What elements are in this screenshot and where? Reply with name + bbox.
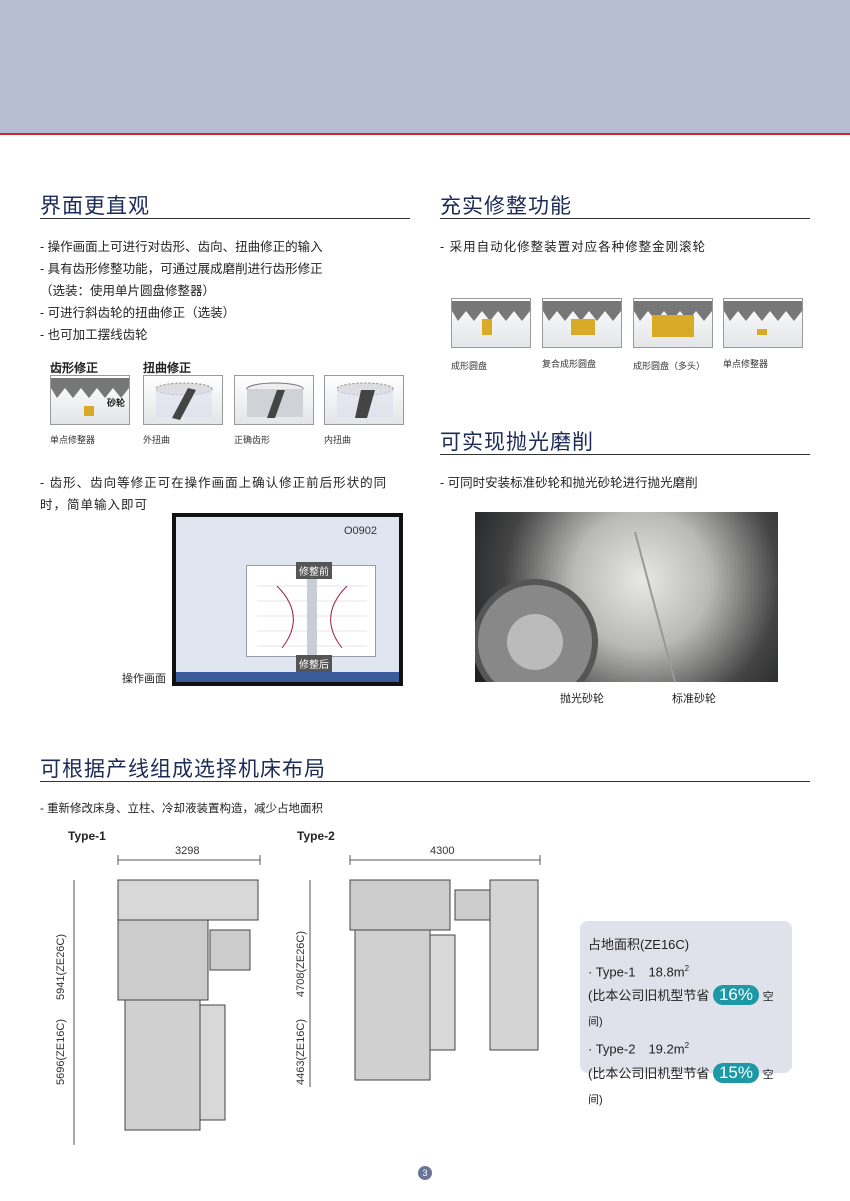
saving-prefix: (比本公司旧机型节省 [588,988,710,1004]
type2-label: Type-2 [297,829,335,843]
caption: 成形圆盘 [451,361,488,371]
program-code: O0902 [343,525,377,537]
type2-width: 4300 [430,845,455,857]
subheading-twist-correction: 扭曲修正 [143,361,192,375]
bullet: - 可进行斜齿轮的扭曲修正（选装） [40,306,236,320]
composite-form-disc-image [542,298,622,348]
saving-suffix: 空间) [588,1068,774,1106]
header-band [0,0,850,135]
inner-twist-image [324,375,404,425]
caption: 成形圆盘（多头） [633,361,706,371]
polishing-wheel-label: 抛光砂轮 [560,693,604,705]
multi-head-form-disc-image [633,298,713,348]
bullet: （选装：使用单片圆盘修整器） [40,284,216,298]
type1-height-ze16c: 5696(ZE16C) [55,1018,67,1085]
divider [440,218,810,219]
type1-width: 3298 [175,845,200,857]
single-point-dresser-image: 砂轮 [50,375,130,425]
form-disc-image [451,298,531,348]
unit-superscript: 2 [684,1041,690,1051]
type2-saving: (比本公司旧机型节省 15% 空间) [588,1062,784,1112]
section-heading-dressing: 充实修整功能 [440,195,572,218]
caption: 内扭曲 [324,435,352,445]
bullet: - 齿形、齿向等修正可在操作画面上确认修正前后形状的同时，简单输入即可 [40,476,388,512]
divider [40,781,810,782]
bullet: - 具有齿形修整功能，可通过展成磨削进行齿形修正 [40,262,323,276]
caption: 正确齿形 [234,435,271,445]
floor-area-info-box: 占地面积(ZE16C) · Type-1 18.8m2 (比本公司旧机型节省 1… [580,921,792,1106]
correct-tooth-image [234,375,314,425]
bullet: - 采用自动化修整装置对应各种修整金刚滚轮 [440,240,707,254]
type2-area: · Type-2 19.2m2 [588,1034,784,1061]
divider [440,454,810,455]
saving-prefix: (比本公司旧机型节省 [588,1065,710,1081]
bullet: - 重新修改床身、立柱、冷却液装置构造，减少占地面积 [40,803,324,815]
standard-wheel-label: 标准砂轮 [672,693,716,705]
type1-label: Type-1 [68,829,106,843]
single-point-dresser-image [723,298,803,348]
operation-screen-image: O0902 修整前 修整后 [172,513,403,686]
after-label: 修整后 [296,655,332,672]
type2-area-value: · Type-2 19.2m [588,1041,685,1057]
caption: 外扭曲 [143,435,171,445]
caption: 复合成形圆盘 [542,359,597,369]
type2-saving-badge: 15% [712,1062,759,1083]
wheel-label: 砂轮 [107,398,126,408]
page-number: 3 [418,1166,432,1180]
saving-suffix: 空间) [588,991,774,1029]
type1-saving: (比本公司旧机型节省 16% 空间) [588,984,784,1034]
type2-layout-drawing [309,855,541,1087]
bullet: - 操作画面上可进行对齿形、齿向、扭曲修正的输入 [40,240,323,254]
divider [40,218,410,219]
bullet: - 可同时安装标准砂轮和抛光砂轮进行抛光磨削 [440,476,698,490]
type1-layout-drawing [73,855,261,1145]
bullet: - 也可加工摆线齿轮 [40,328,148,342]
type1-area-value: · Type-1 18.8m [588,964,685,980]
section-heading-interface: 界面更直观 [40,195,150,218]
info-title: 占地面积(ZE16C) [588,937,690,952]
caption: 单点修整器 [50,435,96,445]
subheading-tooth-correction: 齿形修正 [50,361,99,375]
screen-caption: 操作画面 [122,673,166,685]
caption: 单点修整器 [723,359,769,369]
unit-superscript: 2 [684,964,690,973]
section-heading-layout: 可根据产线组成选择机床布局 [40,758,326,781]
type1-area: · Type-1 18.8m2 [588,957,784,984]
interface-bullets: - 操作画面上可进行对齿形、齿向、扭曲修正的输入 - 具有齿形修整功能，可通过展… [40,236,323,346]
section-heading-polishing: 可实现抛光磨削 [440,431,594,454]
type1-saving-badge: 16% [712,985,759,1006]
type1-height-ze26c: 5941(ZE26C) [55,933,67,1000]
outer-twist-image [143,375,223,425]
before-label: 修整前 [296,562,332,579]
polishing-wheel-photo [475,512,778,682]
